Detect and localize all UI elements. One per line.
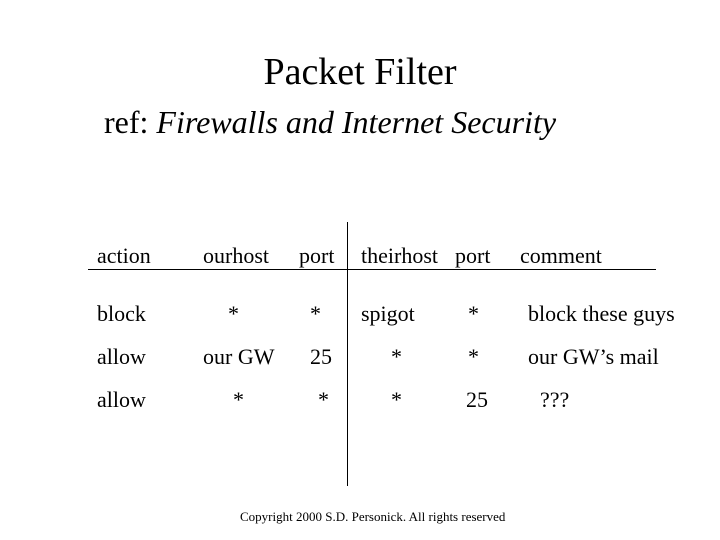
column-divider	[347, 222, 348, 486]
cell-comment: ???	[540, 387, 570, 412]
cell-our-port: *	[318, 387, 329, 412]
cell-comment: block these guys	[528, 301, 675, 326]
slide-subtitle: ref: Firewalls and Internet Security	[104, 102, 556, 142]
cell-their-port: 25	[466, 387, 488, 412]
cell-ourhost: our GW	[203, 344, 275, 369]
cell-our-port: 25	[310, 344, 332, 369]
header-their-port: port	[455, 243, 491, 268]
cell-our-port: *	[310, 301, 321, 326]
cell-action: block	[97, 301, 146, 326]
cell-their-port: *	[468, 344, 479, 369]
header-action: action	[97, 243, 151, 268]
header-rule	[88, 269, 656, 270]
copyright-footer: Copyright 2000 S.D. Personick. All right…	[240, 509, 506, 524]
cell-comment: our GW’s mail	[528, 344, 659, 369]
slide-title: Packet Filter	[263, 51, 457, 93]
cell-ourhost: *	[233, 387, 244, 412]
cell-theirhost: spigot	[361, 301, 415, 326]
subtitle-prefix: ref:	[104, 104, 157, 140]
header-ourhost: ourhost	[203, 243, 269, 268]
cell-theirhost: *	[391, 387, 402, 412]
header-our-port: port	[299, 243, 335, 268]
header-comment: comment	[520, 243, 602, 268]
cell-action: allow	[97, 344, 146, 369]
subtitle-book-title: Firewalls and Internet Security	[156, 104, 557, 140]
cell-action: allow	[97, 387, 146, 412]
header-theirhost: theirhost	[361, 243, 438, 268]
cell-theirhost: *	[391, 344, 402, 369]
cell-ourhost: *	[228, 301, 239, 326]
cell-their-port: *	[468, 301, 479, 326]
